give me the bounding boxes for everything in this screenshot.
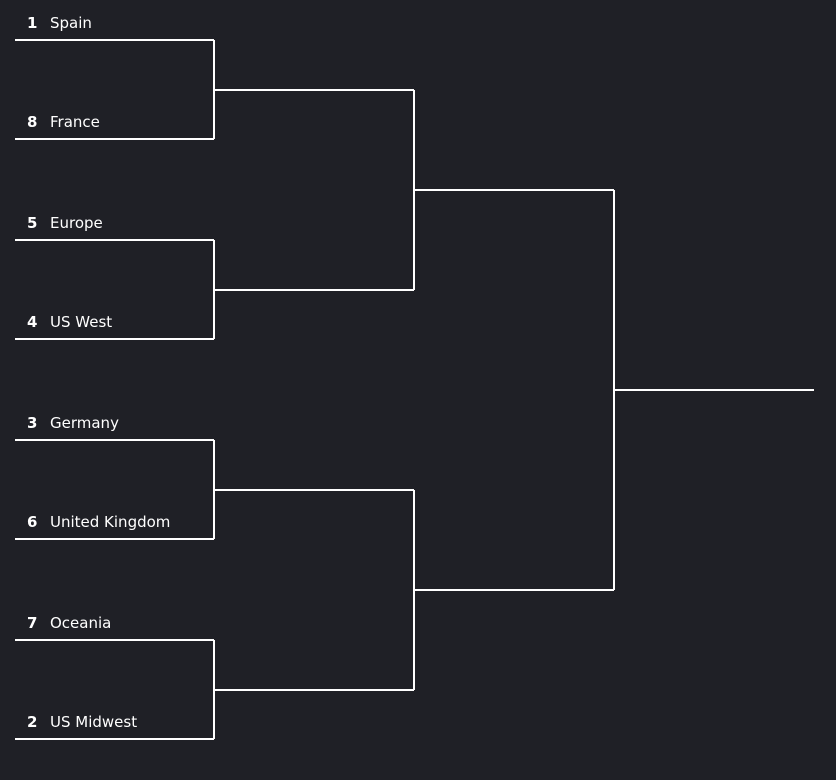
- team-slot: 1 Spain: [27, 13, 92, 33]
- team-slot: 4 US West: [27, 312, 112, 332]
- team-slot: 8 France: [27, 112, 100, 132]
- team-name: Spain: [50, 14, 92, 32]
- team-seed: 7: [27, 614, 38, 632]
- team-name: United Kingdom: [50, 513, 171, 531]
- team-name: Oceania: [50, 614, 112, 632]
- team-seed: 6: [27, 513, 38, 531]
- team-name: US West: [50, 313, 113, 331]
- team-seed: 8: [27, 113, 38, 131]
- team-name: Germany: [50, 414, 119, 432]
- team-name: France: [50, 113, 100, 131]
- team-slot: 3 Germany: [27, 413, 119, 433]
- team-seed: 1: [27, 14, 38, 32]
- team-slot: 2 US Midwest: [27, 712, 137, 732]
- team-slot: 6 United Kingdom: [27, 512, 170, 532]
- team-slot: 5 Europe: [27, 213, 103, 233]
- team-seed: 4: [27, 313, 38, 331]
- team-seed: 3: [27, 414, 38, 432]
- team-seed: 2: [27, 713, 38, 731]
- team-name: Europe: [50, 214, 103, 232]
- team-name: US Midwest: [50, 713, 138, 731]
- team-slot: 7 Oceania: [27, 613, 111, 633]
- team-seed: 5: [27, 214, 38, 232]
